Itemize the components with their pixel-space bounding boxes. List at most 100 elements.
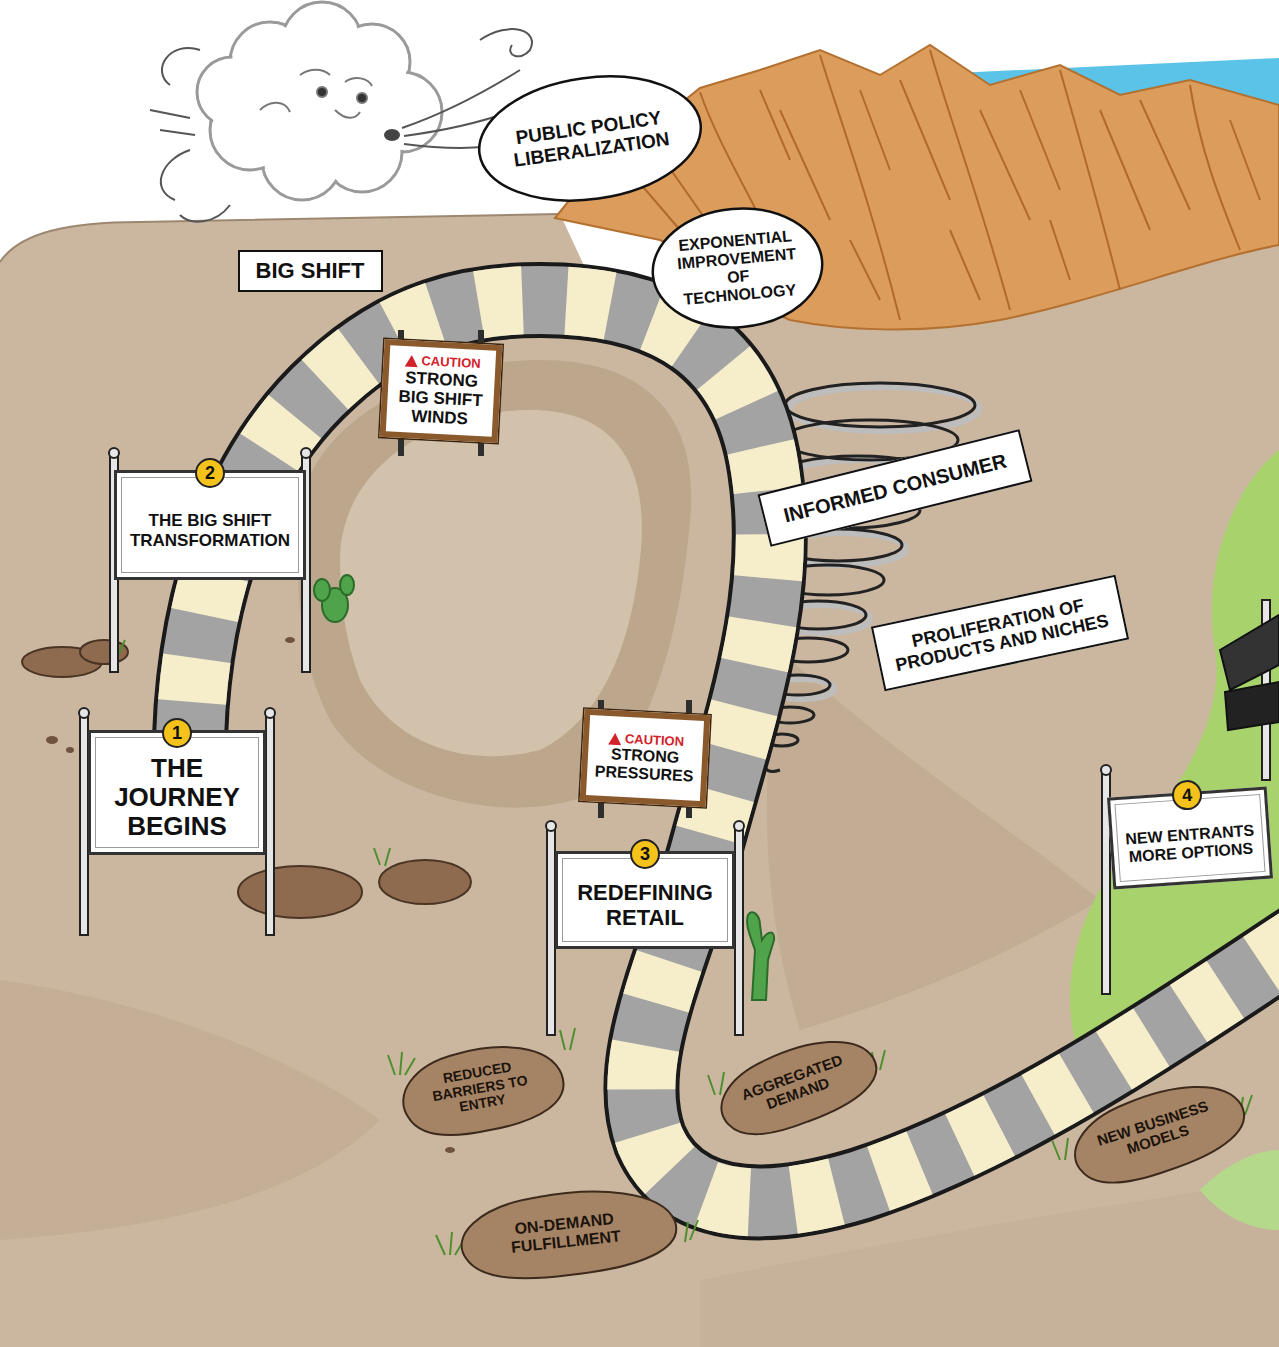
direction-signpost [1220,615,1279,690]
cloud [384,129,400,141]
road [190,300,1279,1202]
bubble-outline [647,202,826,335]
trend-rock: AGGREGATED DEMAND [696,1014,894,1155]
force-bubble: EXPONENTIAL IMPROVEMENT OF TECHNOLOGY [645,200,830,337]
rock [66,747,74,753]
step-number: 2 [195,458,225,488]
pressure-banner-text: INFORMED CONSUMER [775,448,1015,528]
warning-icon [405,355,419,368]
caution-post [398,436,404,456]
milestone-sign: 2THE BIG SHIFT TRANSFORMATION [114,470,306,580]
mountains [900,80,950,200]
cloud [160,130,195,135]
road [190,300,1279,1202]
cloud [199,59,265,125]
rock [46,736,58,744]
step-number: 1 [162,718,192,748]
rock [285,637,295,643]
cactus [747,912,774,1000]
mountains [860,90,890,170]
force-bubble-text: EXPONENTIAL IMPROVEMENT OF TECHNOLOGY [671,227,804,309]
force-bubble: PUBLIC POLICY LIBERALIZATION [467,60,712,216]
warning-icon [608,732,623,746]
cloud [197,2,442,200]
direction-signpost [1225,682,1279,730]
cloud [180,205,230,222]
milestone-sign-text: THE BIG SHIFT TRANSFORMATION [125,511,295,549]
trend-rock: ON-DEMAND FULFILLMENT [441,1172,690,1292]
sign-post [301,448,311,458]
rock [379,860,471,904]
cloud [161,150,190,200]
cactus [314,579,330,601]
rock [80,640,128,664]
grass [118,640,125,655]
sign-post [79,448,1270,1035]
sign-post [80,715,88,935]
sign-post [546,821,556,831]
rock-outline [710,1024,887,1148]
caution-sign: CAUTIONSTRONG BIG SHIFT WINDS [380,339,503,443]
milestone-sign-text: THE JOURNEY BEGINS [99,754,255,841]
mountains [760,90,790,160]
cloud [300,70,330,75]
cloud [150,29,540,221]
rock-outline [396,1035,569,1144]
grass [560,1028,575,1050]
sign-post [547,828,555,1035]
mountains [1100,110,1150,230]
mountains [780,110,830,220]
cloud [162,48,200,85]
direction-signpost [1220,615,1279,730]
cloud [260,70,372,118]
mountains [1060,70,1120,290]
caution-sign: CAUTIONSTRONG PRESSURES [580,709,711,807]
cloud [255,45,375,165]
grass [436,1232,465,1255]
sign-post [735,828,743,1035]
warning-icon [608,732,622,745]
sign-post [734,821,744,831]
mountains [1230,120,1260,200]
milestone-sign: 4NEW ENTRANTS MORE OPTIONS [1107,787,1273,890]
grass [388,1052,415,1075]
milestone-sign-text: REDEFINING RETAIL [566,881,724,930]
cactus [340,575,354,595]
milestone-sign: 3REDEFINING RETAIL [555,851,735,949]
road [190,300,1279,1202]
grass-field [1070,450,1279,1230]
sign-post [266,715,274,935]
title-tag-text: BIG SHIFT [250,259,371,284]
mountains [820,55,900,320]
title-tag: BIG SHIFT [238,250,383,292]
mountains [850,240,880,300]
rock [238,866,362,918]
milestone-sign-text: NEW ENTRANTS MORE OPTIONS [1116,821,1264,867]
pressure-banner: INFORMED CONSUMER [757,429,1032,547]
sign-post [265,708,275,718]
grass-field [1200,1150,1279,1230]
grass [685,1220,698,1242]
cloud [260,103,290,112]
warning-icon [404,354,419,368]
rock-outline [457,1182,680,1286]
cloud [345,78,372,86]
ground [340,410,642,756]
cloud [317,87,327,97]
grass [1052,1138,1068,1160]
cloud [335,110,360,118]
ground [0,980,380,1240]
cloud [357,93,367,103]
mountains [950,230,980,300]
mountains [1140,100,1190,210]
milestone-sign: 1THE JOURNEY BEGINS [88,730,266,855]
mountains [980,110,1030,220]
step-number: 4 [1171,779,1203,811]
sign-post [109,448,119,458]
mountains [1190,85,1240,250]
grass [708,1072,724,1095]
bubble-outline [471,62,709,213]
cloud [150,2,540,222]
sign-post [1101,765,1111,775]
